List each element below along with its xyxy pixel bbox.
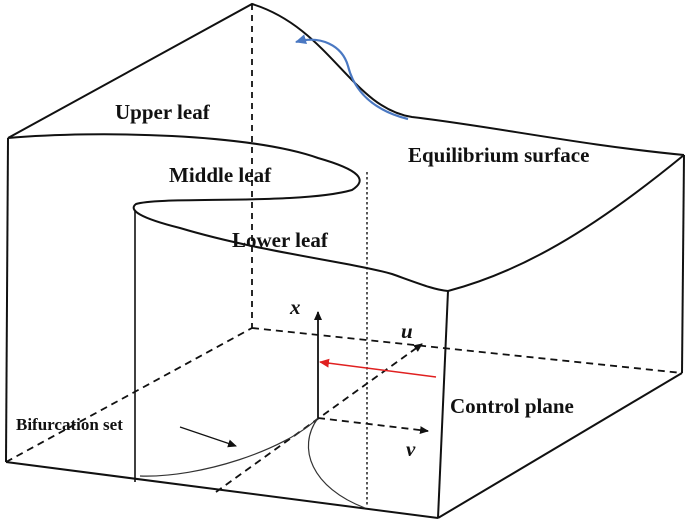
surface-fold-edge (7, 133, 685, 293)
middle-leaf-label: Middle leaf (169, 163, 272, 187)
base-edge-back-right-hidden (251, 327, 683, 374)
equilibrium-surface-outline (7, 2, 685, 156)
box-edge-front (437, 290, 449, 519)
upper-leaf-label: Upper leaf (115, 100, 211, 124)
v-axis (317, 417, 429, 435)
bifurcation-pointer-arrow (179, 426, 237, 448)
base-edge-back-left-hidden (5, 327, 253, 463)
box-edge-right (681, 154, 685, 374)
bifurcation-set-label: Bifurcation set (16, 415, 123, 434)
lower-leaf-label: Lower leaf (232, 228, 329, 252)
x-axis-label: x (289, 295, 301, 319)
u-axis-label: u (401, 319, 413, 343)
base-edge-front-right (437, 372, 683, 519)
v-axis-label: v (406, 437, 416, 461)
base-edge-front-left (5, 461, 439, 519)
bifurcation-curve-right (308, 417, 366, 509)
control-path-arrow (319, 358, 437, 378)
equilibrium-surface-label: Equilibrium surface (408, 143, 589, 167)
box-edge-left (5, 137, 9, 463)
control-plane-label: Control plane (450, 394, 574, 418)
flow-direction-arrow (295, 34, 409, 121)
bifurcation-curve-left (139, 417, 319, 477)
